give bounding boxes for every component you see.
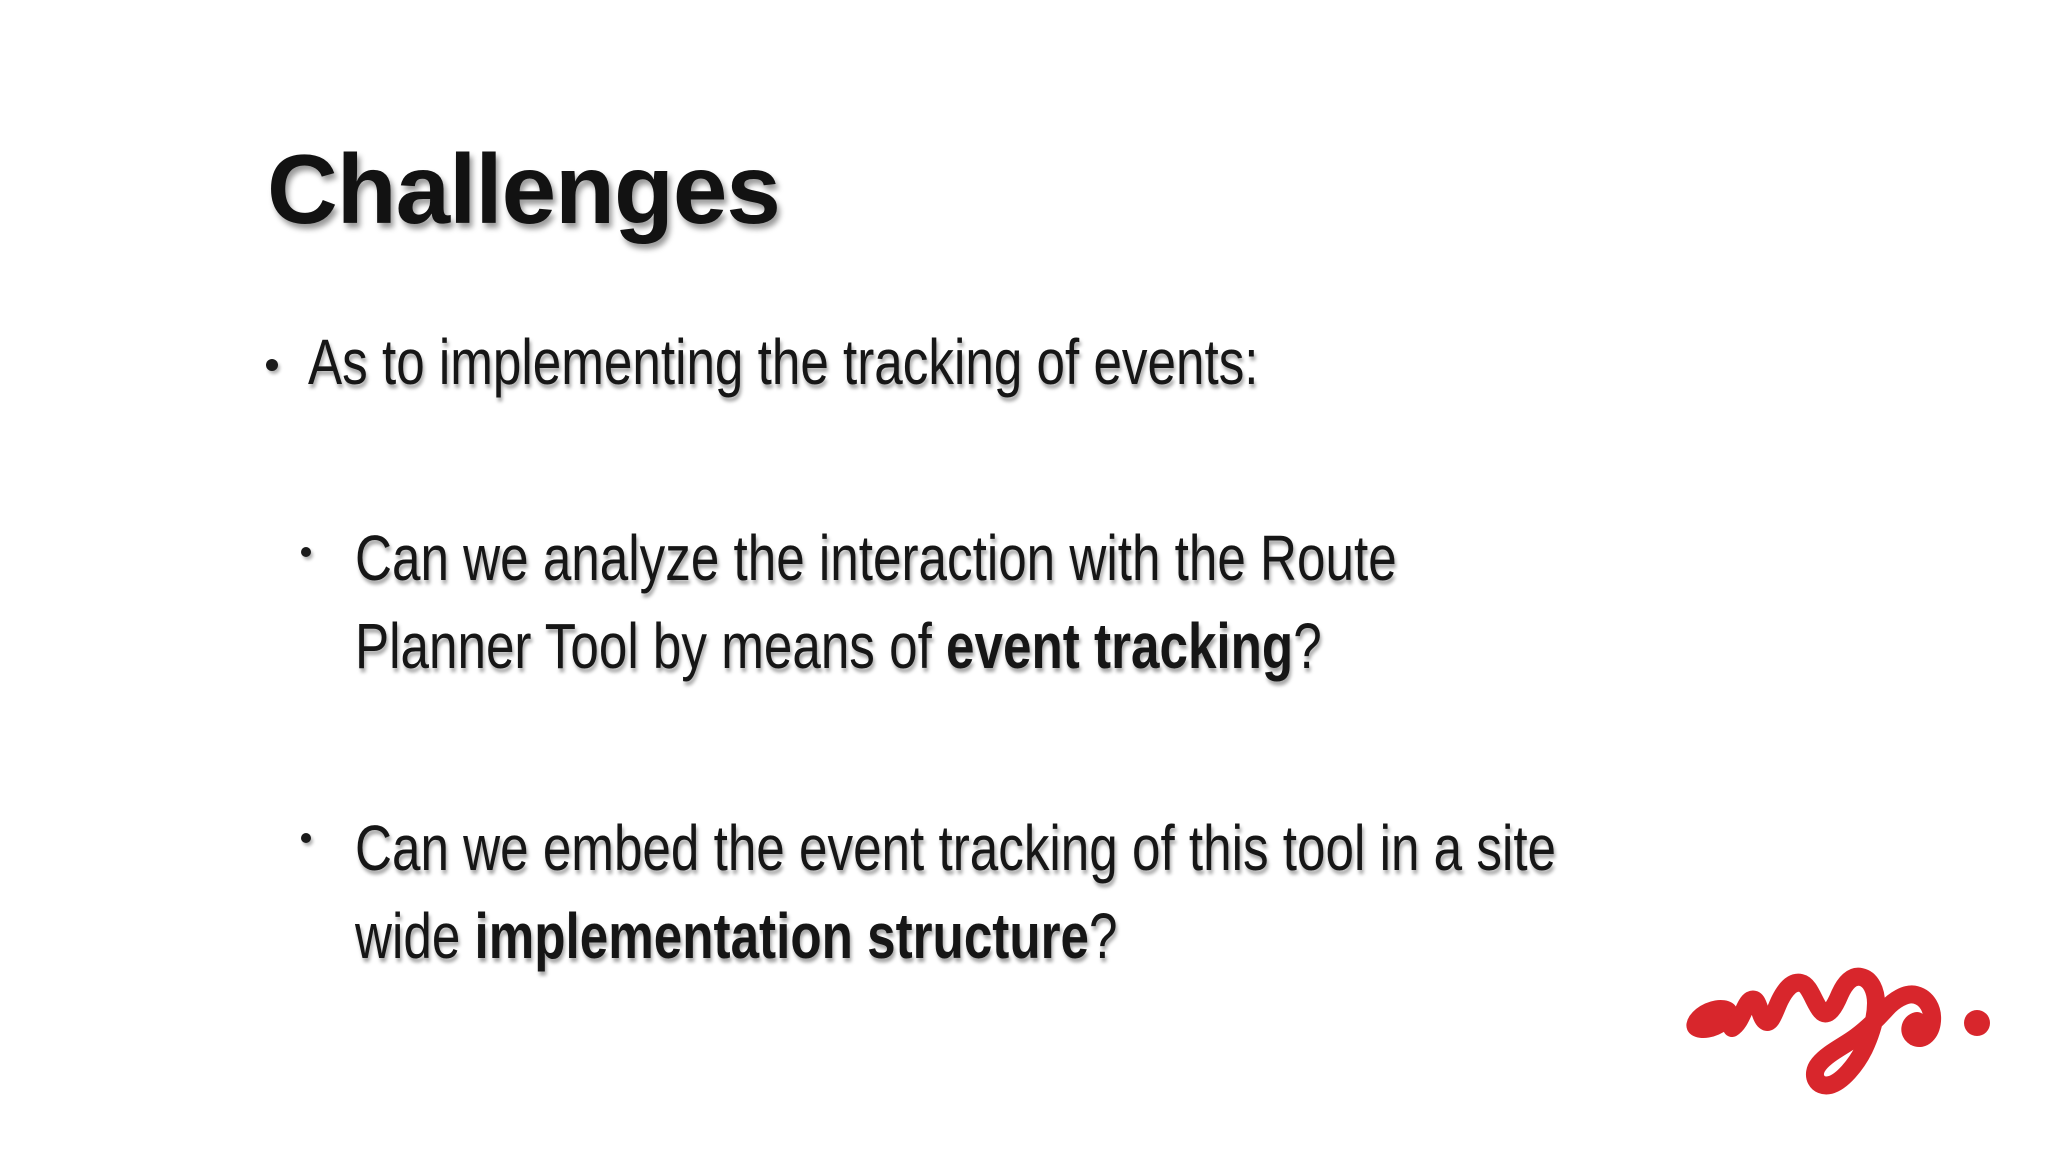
sub-bullet-1-line1: Can we analyze the interaction with the … — [355, 522, 1397, 594]
sub-bullet-2-text: Can we embed the event tracking of this … — [355, 804, 1556, 980]
bullet-icon — [301, 547, 311, 557]
sub-bullet-1-line2-post: ? — [1293, 610, 1322, 682]
sub-bullet-1-bold-phrase: event tracking — [946, 610, 1294, 682]
bullet-icon — [301, 833, 311, 843]
slide-title: Challenges — [267, 134, 781, 244]
wys-logo-icon — [1686, 967, 1990, 1095]
sub-bullet-2-line2-pre: wide — [355, 900, 475, 972]
sub-bullet-2-line2-post: ? — [1089, 900, 1118, 972]
wys-logo — [1680, 960, 2010, 1157]
bullet-level1-text: As to implementing the tracking of event… — [308, 326, 1259, 398]
sub-bullet-2-line1: Can we embed the event tracking of this … — [355, 812, 1557, 884]
sub-bullet-2-bold-phrase: implementation structure — [474, 900, 1090, 972]
sub-bullet-1-line2-pre: Planner Tool by means of — [355, 610, 947, 682]
bullet-icon — [266, 359, 278, 371]
sub-bullet-1-text: Can we analyze the interaction with the … — [355, 514, 1397, 690]
